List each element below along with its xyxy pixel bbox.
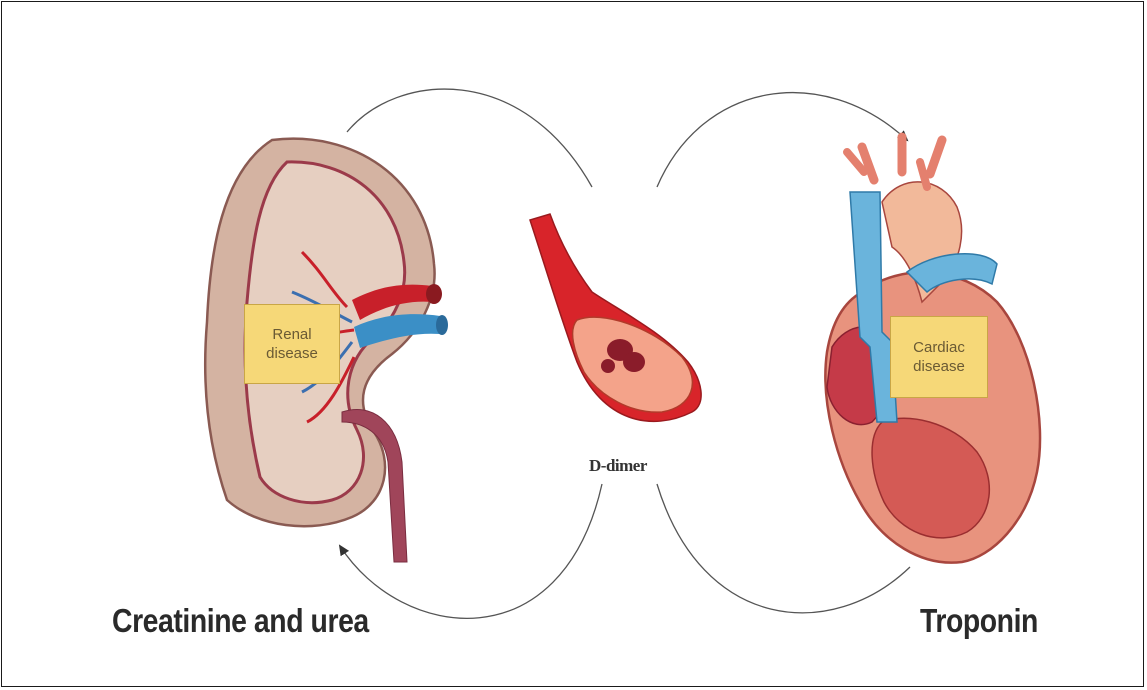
aorta-branches <box>862 137 942 180</box>
arrow-vessel-to-kidney <box>340 484 602 618</box>
d-dimer-label: D-dimer <box>589 456 647 476</box>
renal-disease-label: Renal disease <box>244 304 340 384</box>
creatinine-urea-label: Creatinine and urea <box>112 602 369 640</box>
cardiac-disease-label: Cardiac disease <box>890 316 988 398</box>
troponin-label: Troponin <box>920 602 1038 640</box>
blood-vessel-illustration <box>530 214 701 421</box>
